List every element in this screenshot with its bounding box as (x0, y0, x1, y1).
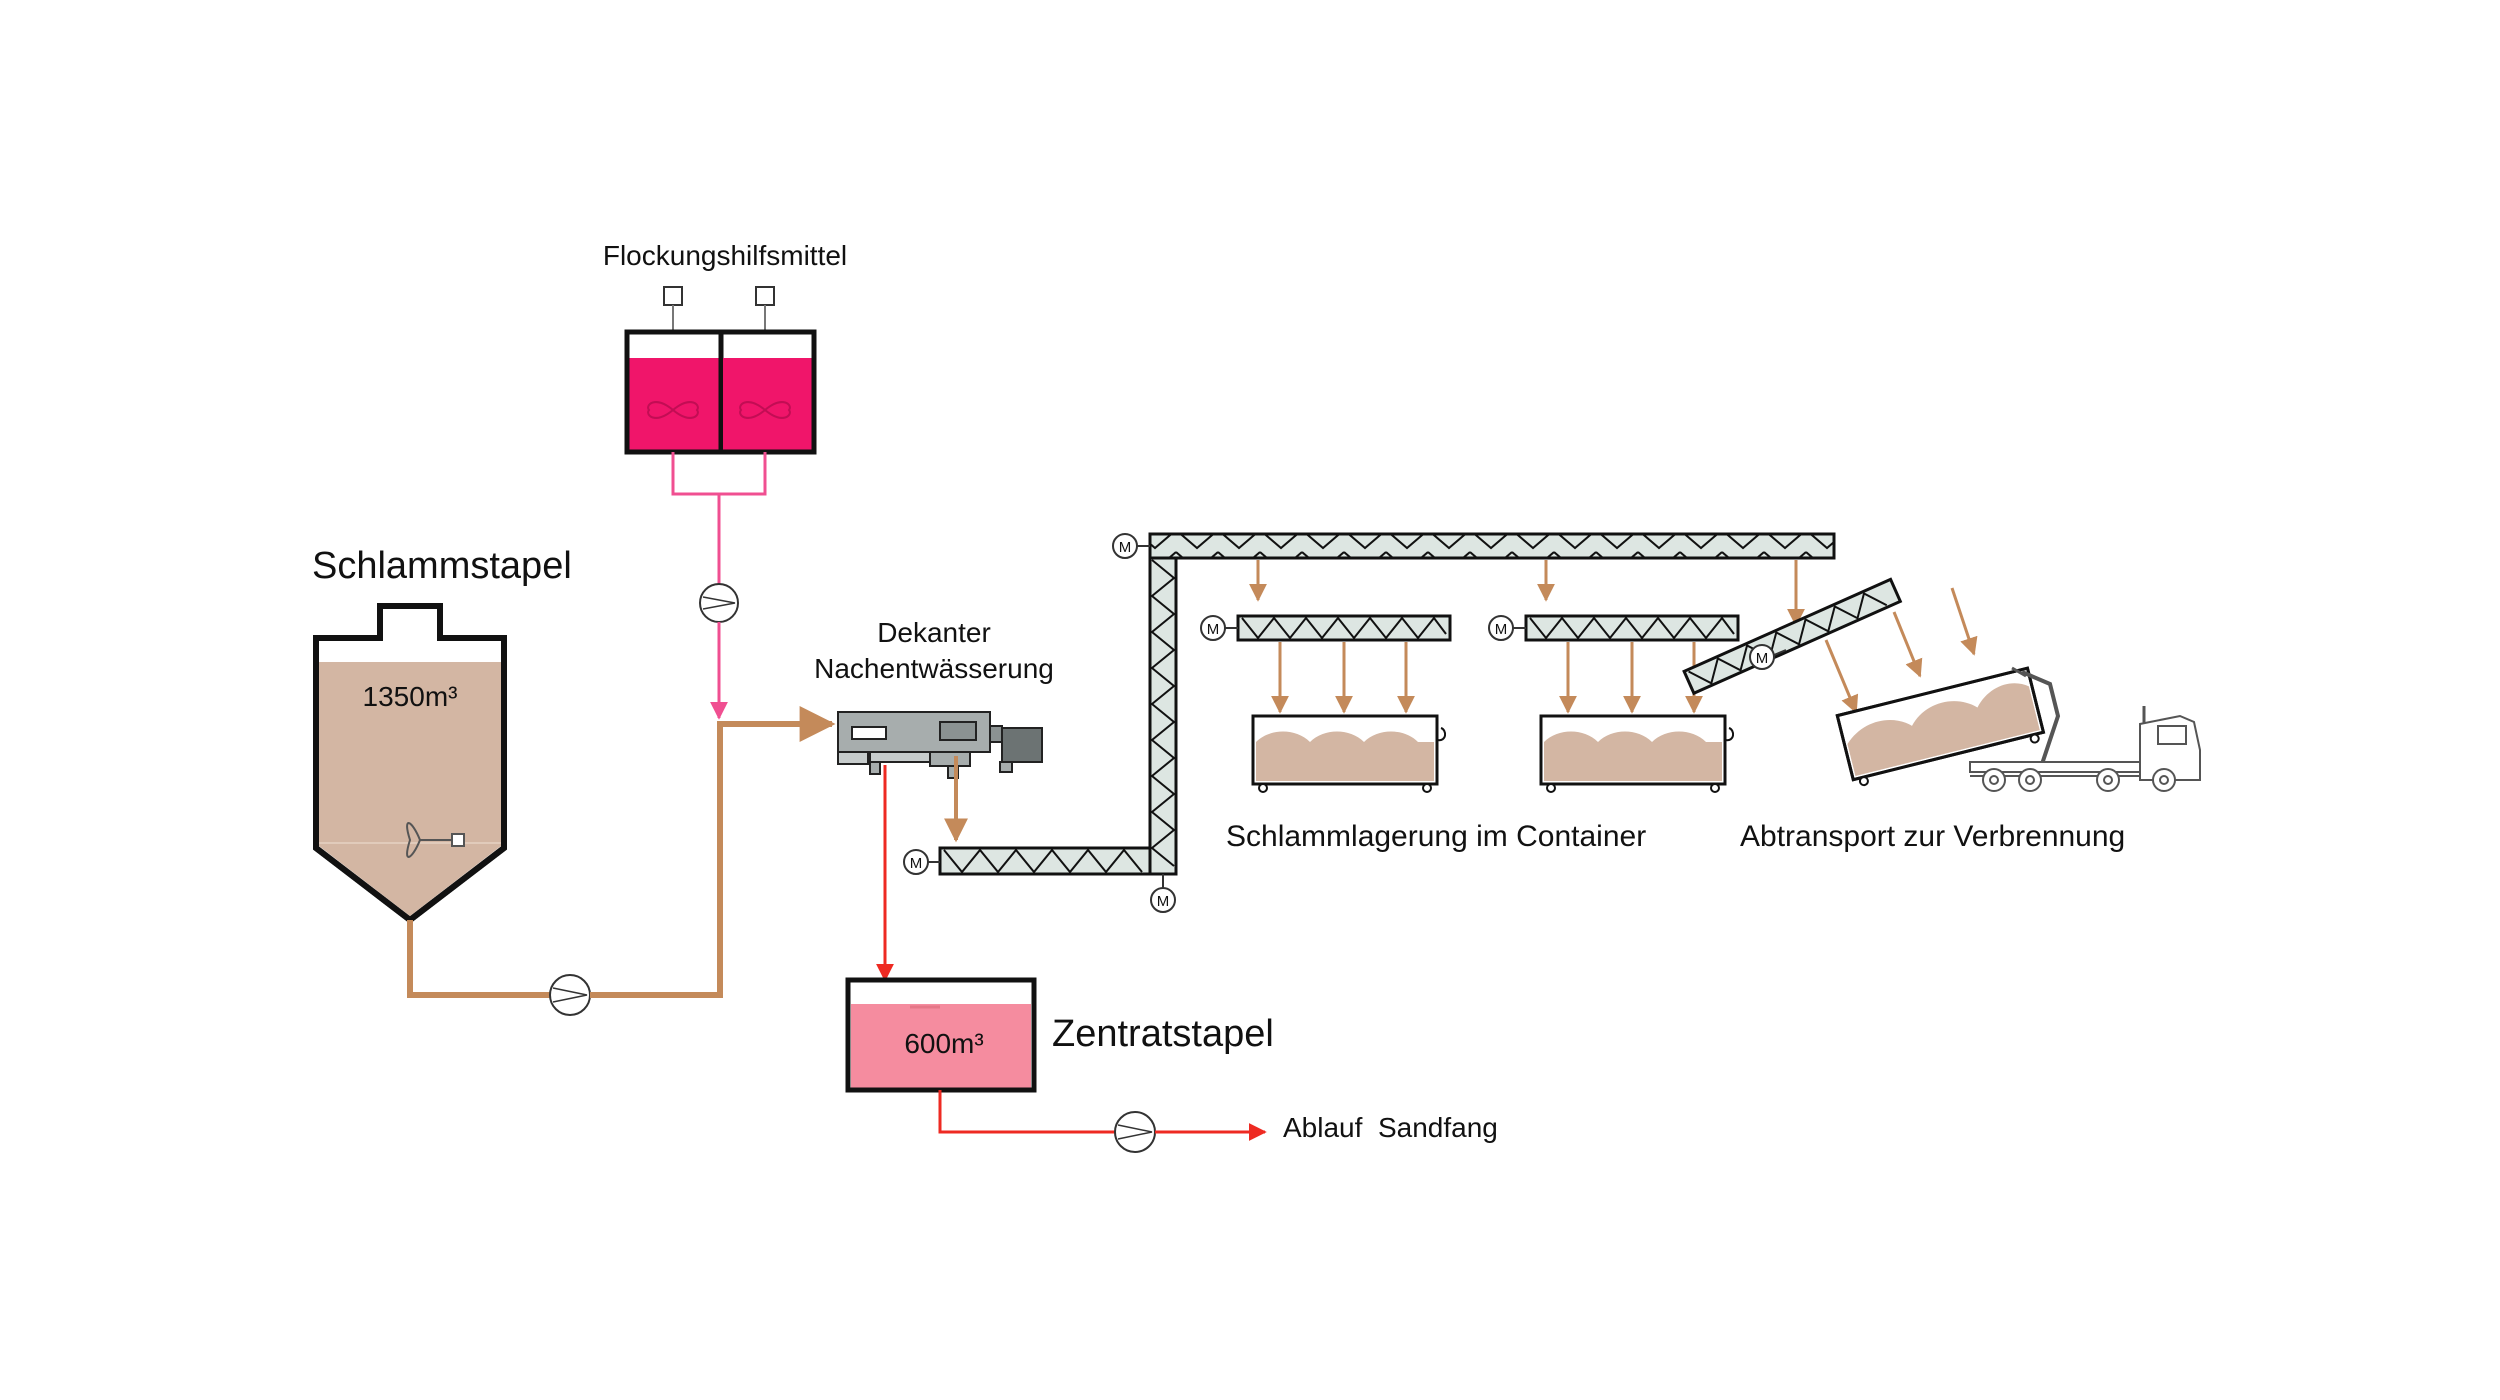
transport-truck-icon (1835, 666, 2201, 792)
motor-icon: M (1749, 644, 1787, 670)
screw-conveyor-lower (938, 846, 1152, 876)
screw-conveyor-vertical (1148, 532, 1178, 876)
centrate-volume: 600m³ (904, 1028, 983, 1059)
motor-icon: M (1200, 615, 1238, 641)
svg-text:M: M (1119, 539, 1132, 556)
sludge-container-2 (1539, 714, 1735, 793)
screw-conveyor-top (1148, 532, 1836, 560)
screw-conveyor-inclined (1682, 577, 1903, 696)
svg-text:M: M (910, 855, 923, 872)
screw-conveyor-system: M M M (903, 532, 1978, 913)
flocculant-label: Flockungshilfsmittel (603, 240, 847, 271)
motor-icon: M (903, 849, 940, 875)
decanter-label-line2: Nachentwässerung (814, 653, 1054, 684)
centrate-storage-unit: 600m³ Zentratstapel Ablauf Sandfang (845, 977, 1498, 1153)
agitator-motor-2 (755, 286, 775, 306)
container-storage-label: Schlammlagerung im Container (1226, 820, 1646, 853)
sludge-storage-label: Schlammstapel (312, 545, 572, 587)
agitator-motor-1 (663, 286, 683, 306)
silo-agitator-icon (406, 822, 465, 858)
decanter-unit: Dekanter Nachentwässerung (814, 617, 1054, 982)
decanter-centrifuge-icon (837, 711, 1043, 779)
svg-text:M: M (1157, 893, 1170, 910)
motor-icon: M (1488, 615, 1526, 641)
sludge-storage-unit: Schlammstapel 1350m³ (312, 545, 836, 1016)
motor-icon: M (1112, 533, 1150, 559)
sludge-container-1 (1251, 714, 1447, 793)
centrate-storage-label: Zentratstapel (1052, 1013, 1274, 1055)
transport-label: Abtransport zur Verbrennung (1740, 820, 2125, 853)
outflow-label: Ablauf Sandfang (1283, 1112, 1498, 1143)
flocculant-unit: Flockungshilfsmittel (603, 240, 847, 720)
mixer-propeller-icon (647, 401, 791, 419)
decanter-label-line1: Dekanter (877, 617, 991, 648)
sludge-volume: 1350m³ (363, 681, 458, 712)
motor-icon: M (1150, 874, 1176, 913)
screw-conveyor-distribution-1 (1236, 614, 1452, 642)
svg-text:M: M (1495, 621, 1508, 638)
svg-text:M: M (1207, 621, 1220, 638)
svg-text:M: M (1756, 650, 1769, 667)
screw-conveyor-distribution-2 (1524, 614, 1740, 642)
